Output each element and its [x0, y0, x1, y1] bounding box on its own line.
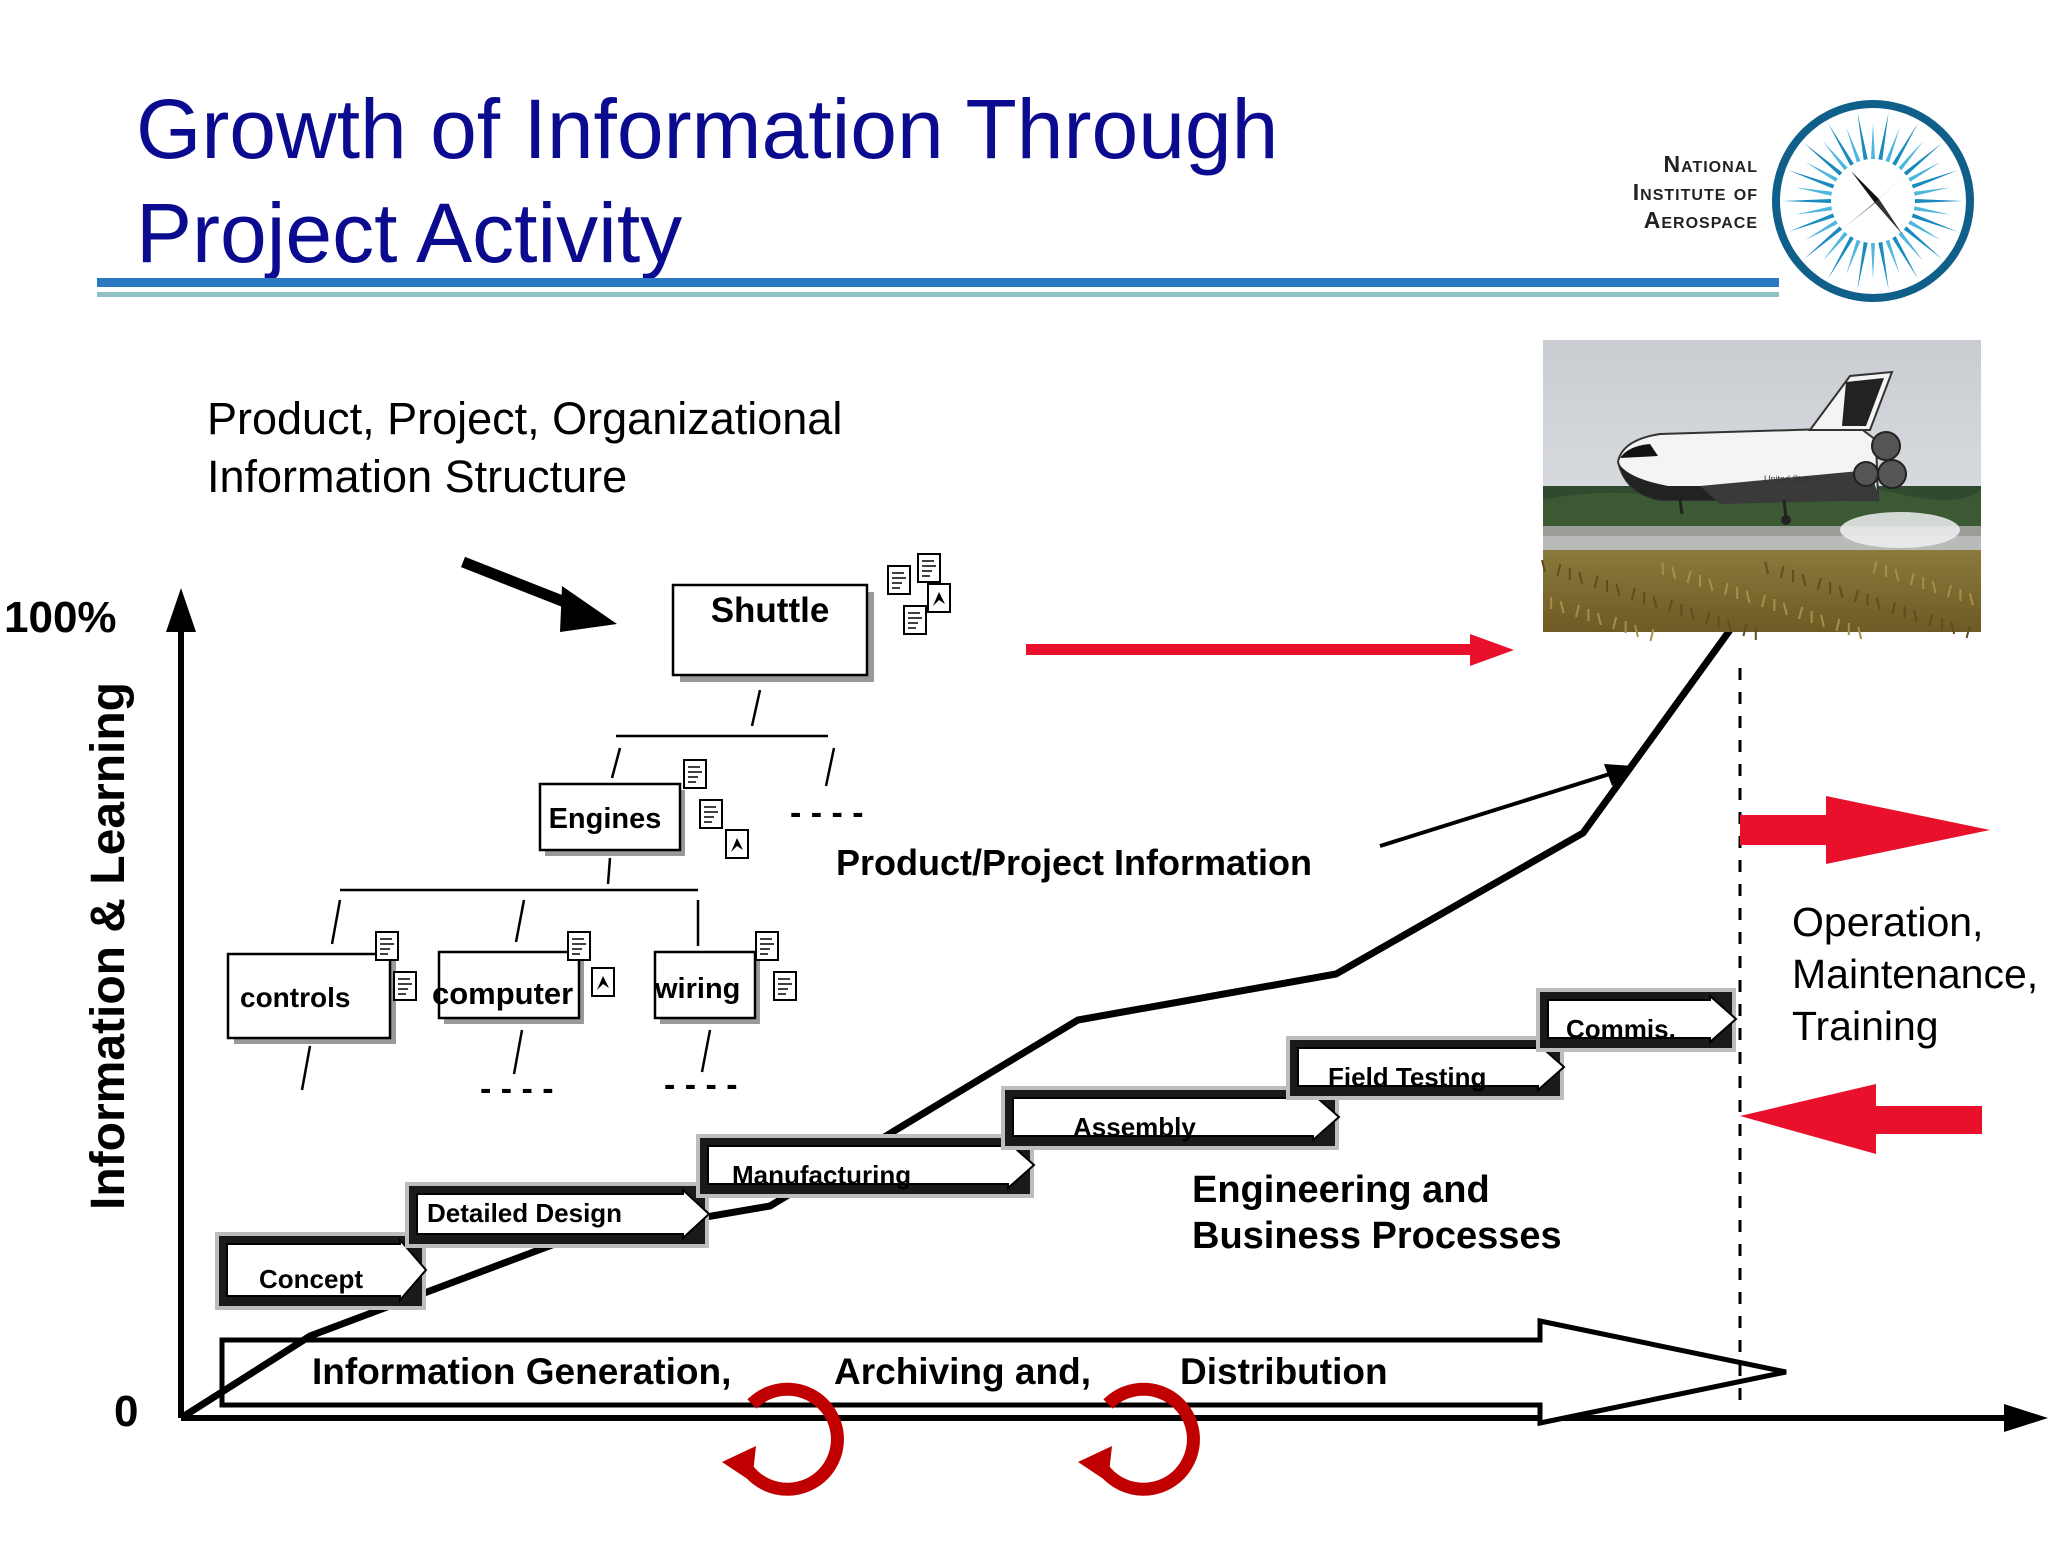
red-arrow-right: [1740, 796, 1990, 864]
phase-field-testing: Field Testing: [1286, 1036, 1564, 1100]
logo: National Institute of Aerospace: [1633, 100, 1974, 302]
red-arrow-to-photo: [1026, 634, 1514, 666]
operation-label-line-3: Training: [1792, 1003, 1939, 1049]
hierarchy-ellipsis-3: - - - -: [664, 1066, 738, 1104]
space-shuttle-landing-photo: United States: [1542, 340, 1981, 641]
logo-line-2: Institute of: [1633, 179, 1758, 205]
document-stack-icon: [684, 760, 748, 858]
hierarchy-root: Shuttle: [711, 591, 830, 630]
title-line-1: Growth of Information Through: [136, 82, 1278, 176]
operation-label-line-1: Operation,: [1792, 899, 1983, 945]
structure-label-line-2: Information Structure: [207, 451, 627, 502]
phase-commis: Commis.: [1536, 988, 1736, 1052]
processes-label-line-1: Engineering and: [1192, 1169, 1490, 1211]
phase-concept: Concept: [215, 1232, 426, 1310]
structure-label-line-1: Product, Project, Organizational: [207, 393, 842, 444]
shuttle-fuselage-text: United States: [1764, 474, 1819, 484]
red-arrow-left: [1740, 1084, 1982, 1154]
phase-label: Assembly: [1073, 1112, 1196, 1142]
structure-pointer-arrow: [463, 562, 617, 632]
flow-label-distribution: Distribution: [1180, 1351, 1388, 1392]
phase-arrows: Concept Detailed Design Manufacturing Assem…: [215, 988, 1736, 1310]
header-rule: [97, 278, 1779, 297]
title-line-2: Project Activity: [136, 186, 682, 280]
phase-manufacturing: Manufacturing: [696, 1134, 1034, 1198]
phase-label: Commis.: [1566, 1014, 1676, 1044]
y-max-label: 100%: [4, 593, 117, 642]
operation-label-line-2: Maintenance,: [1792, 951, 2038, 997]
hierarchy-level2-computer: computer: [432, 976, 573, 1011]
hierarchy-ellipsis-2: - - - -: [480, 1070, 554, 1108]
hierarchy-level2-wiring: wiring: [654, 973, 740, 1005]
phase-label: Detailed Design: [427, 1198, 622, 1228]
y-min-label: 0: [114, 1387, 138, 1436]
logo-line-3: Aerospace: [1644, 207, 1758, 233]
product-info-label: Product/Project Information: [836, 842, 1312, 883]
compass-star-icon: [1772, 100, 1974, 302]
y-axis-title: Information & Learning: [82, 682, 135, 1210]
flow-label-generation: Information Generation,: [312, 1351, 731, 1392]
product-info-pointer: [1380, 764, 1634, 846]
hierarchy-level2-controls: controls: [240, 982, 350, 1013]
flow-label-archiving: Archiving and,: [834, 1351, 1091, 1392]
phase-detailed-design: Detailed Design: [405, 1182, 709, 1248]
hierarchy-level1: Engines: [549, 803, 662, 835]
phase-label: Field Testing: [1328, 1062, 1486, 1092]
hierarchy-ellipsis: - - - -: [790, 794, 864, 832]
information-hierarchy: Shuttle - - - - Engines controls: [228, 554, 950, 1108]
phase-label: Manufacturing: [732, 1160, 911, 1190]
document-stack-icon: [888, 554, 950, 634]
logo-line-1: National: [1663, 151, 1758, 177]
phase-label: Concept: [259, 1264, 363, 1294]
processes-label-line-2: Business Processes: [1192, 1215, 1562, 1257]
document-stack-icon: [756, 932, 796, 1000]
